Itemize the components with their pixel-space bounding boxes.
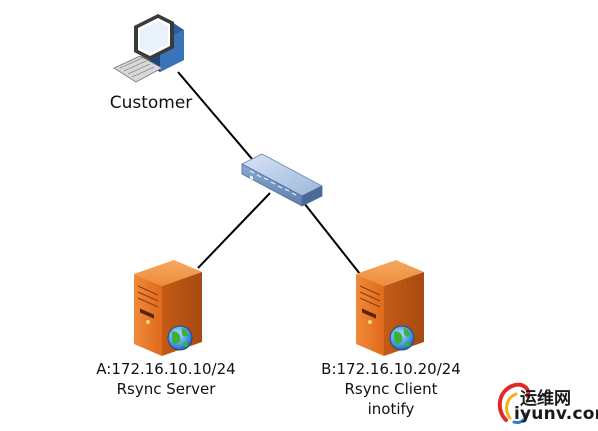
globe-icon bbox=[389, 325, 415, 351]
server-b-role: Rsync Client bbox=[344, 380, 438, 398]
desktop-computer-icon bbox=[113, 14, 184, 83]
globe-icon bbox=[167, 325, 193, 351]
watermark-cn: 运维网 bbox=[520, 389, 571, 409]
server-a-address: A:172.16.10.10/24 bbox=[96, 360, 236, 378]
links bbox=[177, 71, 361, 275]
server-b-address: B:172.16.10.20/24 bbox=[321, 360, 461, 378]
server-icon bbox=[134, 260, 202, 356]
network-switch-icon bbox=[241, 153, 323, 207]
server-icon bbox=[356, 260, 424, 356]
customer-label: Customer bbox=[109, 93, 193, 113]
watermark-en: iyunv.com bbox=[514, 404, 598, 424]
server-a-role: Rsync Server bbox=[116, 380, 216, 398]
watermark-logo-icon bbox=[497, 382, 531, 424]
server-b-service: inotify bbox=[367, 400, 415, 418]
link-switch-server-b bbox=[303, 202, 361, 275]
link-switch-server-a bbox=[197, 192, 271, 269]
link-customer-switch bbox=[177, 71, 259, 167]
